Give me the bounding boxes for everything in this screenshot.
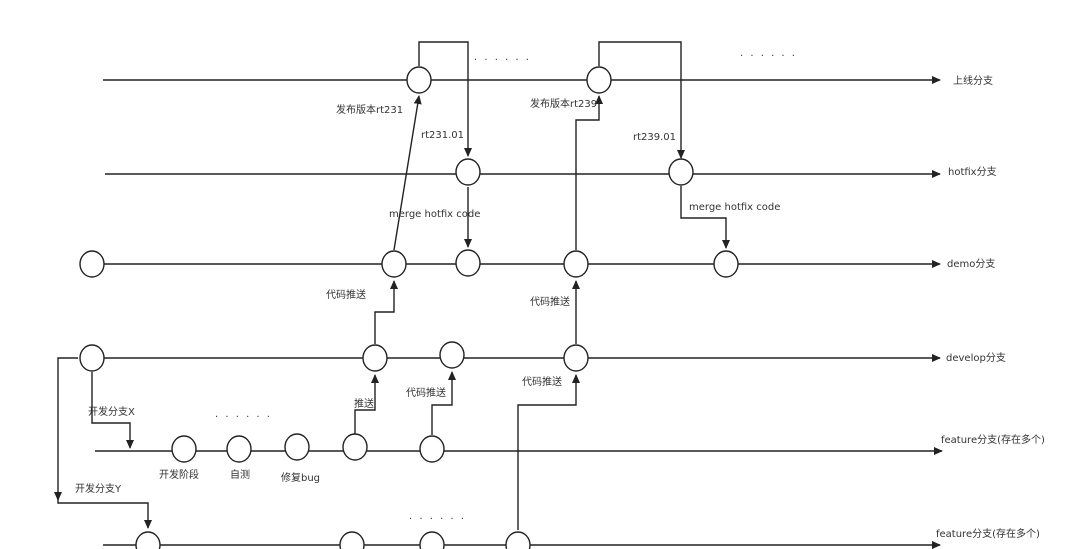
node-featurex-selftest xyxy=(226,435,252,463)
node-featurex-fixbug xyxy=(284,433,310,461)
node-featurey-1 xyxy=(135,531,161,549)
node-hotfix-2 xyxy=(668,158,694,186)
lane-label-develop: develop分支 xyxy=(946,352,1006,364)
connector-demo-to-release1 xyxy=(393,95,422,251)
node-featurex-push1 xyxy=(342,433,368,461)
node-demo-start xyxy=(79,250,105,278)
label-stage-selftest: 自测 xyxy=(230,468,250,481)
connector-develop-to-demo-1 xyxy=(374,280,398,344)
label-release-2: 发布版本rt239 xyxy=(530,97,597,110)
connector-demo-to-release2 xyxy=(575,95,603,250)
label-branch-x: 开发分支X xyxy=(88,405,135,418)
connector-hotfix2-to-demo xyxy=(680,186,730,249)
ellipsis-feature-x: · · · · · · xyxy=(215,412,272,423)
label-hotfix-1: rt231.01 xyxy=(421,130,464,141)
node-production-release2 xyxy=(586,66,612,94)
lane-label-feature-y: feature分支(存在多个) xyxy=(936,527,1040,540)
lane-label-demo: demo分支 xyxy=(947,258,995,270)
node-demo-2 xyxy=(455,249,481,277)
node-featurex-push2 xyxy=(419,435,445,463)
lane-label-feature-x: feature分支(存在多个) xyxy=(941,433,1045,446)
node-hotfix-1 xyxy=(455,158,481,186)
connector-develop-to-featurex xyxy=(91,372,134,449)
connector-featurex-to-develop-2 xyxy=(431,371,456,435)
connector-featurex-to-develop-1 xyxy=(354,374,379,435)
label-push-develop-3: 代码推送 xyxy=(522,375,562,388)
ellipsis-top-1: · · · · · · xyxy=(474,55,531,66)
ellipsis-top-2: · · · · · · xyxy=(740,51,797,62)
label-branch-y: 开发分支Y xyxy=(75,482,122,495)
label-hotfix-2: rt239.01 xyxy=(633,132,676,143)
ellipsis-feature-y: · · · · · · xyxy=(409,514,466,525)
connector-release2-to-hotfix xyxy=(598,41,685,159)
label-merge-hotfix-1: merge hotfix code xyxy=(389,209,480,220)
label-stage-fixbug: 修复bug xyxy=(281,471,320,484)
node-featurex-dev xyxy=(171,435,197,463)
node-featurey-2 xyxy=(339,531,365,549)
node-demo-1 xyxy=(381,250,407,278)
node-develop-2 xyxy=(439,341,465,369)
node-develop-start xyxy=(79,344,105,372)
label-push-develop-2: 代码推送 xyxy=(406,386,446,399)
node-featurey-4 xyxy=(505,531,531,549)
label-push-demo-2: 代码推送 xyxy=(530,295,570,308)
node-demo-4 xyxy=(713,250,739,278)
connector-develop-to-featurey xyxy=(57,357,152,529)
lane-label-production: 上线分支 xyxy=(953,74,993,87)
node-featurey-3 xyxy=(419,531,445,549)
node-develop-1 xyxy=(362,344,388,372)
node-production-release1 xyxy=(406,66,432,94)
label-release-1: 发布版本rt231 xyxy=(336,103,403,116)
label-merge-hotfix-2: merge hotfix code xyxy=(689,202,780,213)
connector-release1-to-hotfix xyxy=(418,41,472,157)
label-push-demo-1: 代码推送 xyxy=(326,288,366,301)
label-push-develop-1: 推送 xyxy=(354,397,374,410)
lane-label-hotfix: hotfix分支 xyxy=(948,166,997,178)
node-demo-3 xyxy=(563,250,589,278)
label-stage-dev: 开发阶段 xyxy=(159,468,199,481)
node-develop-3 xyxy=(563,344,589,372)
connector-featurey-to-develop xyxy=(517,374,580,530)
